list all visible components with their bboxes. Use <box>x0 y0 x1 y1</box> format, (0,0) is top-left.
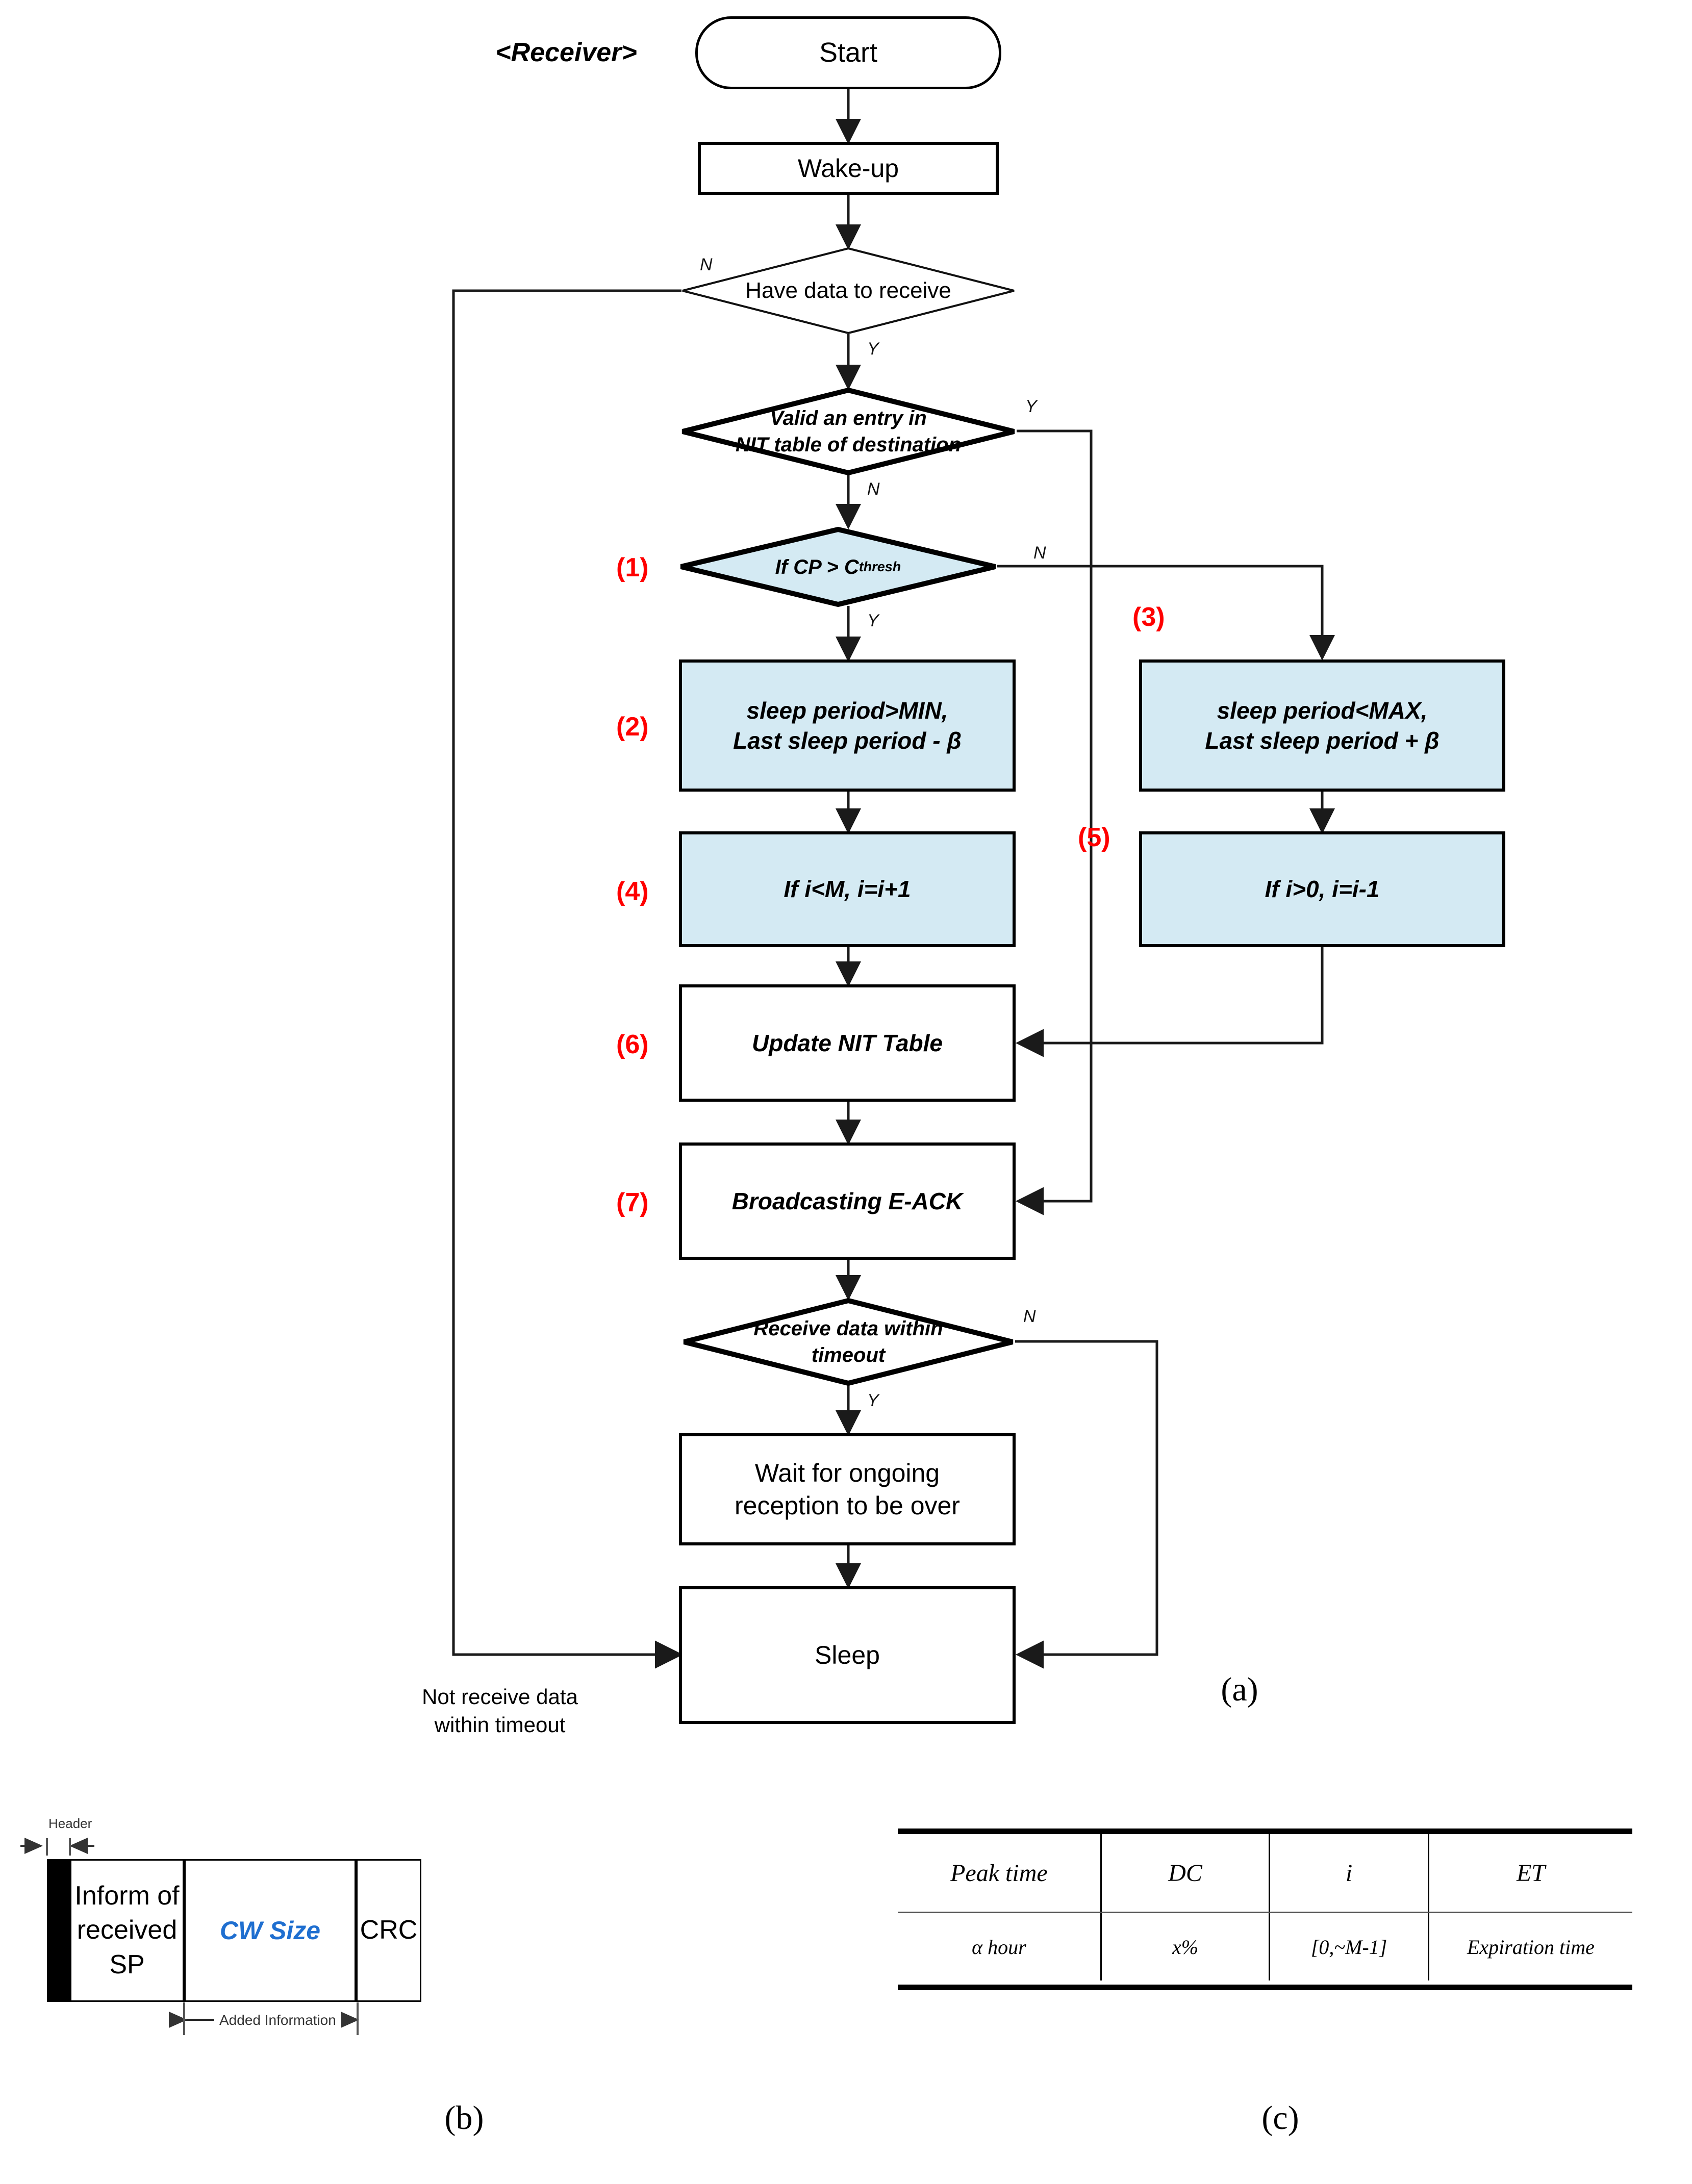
sleep-min-line1: sleep period>MIN, <box>746 697 948 724</box>
box-increment-i[interactable]: If i<M, i=i+1 <box>679 831 1016 947</box>
box-sleep[interactable]: Sleep <box>679 1586 1016 1724</box>
decision-valid-entry[interactable]: Valid an entry in NIT table of destinati… <box>680 387 1017 476</box>
box-decrement-i[interactable]: If i>0, i=i-1 <box>1139 831 1505 947</box>
step-number-3: (3) <box>1132 602 1165 632</box>
sleep-max-line2: Last sleep period + β <box>1205 727 1440 754</box>
not-receive-line2: within timeout <box>434 1712 566 1737</box>
box-wait-reception[interactable]: Wait for ongoing reception to be over <box>679 1433 1016 1545</box>
box-update-nit-table[interactable]: Update NIT Table <box>679 984 1016 1102</box>
wake-up-box[interactable]: Wake-up <box>698 142 999 195</box>
label-not-receive-data: Not receive data within timeout <box>372 1683 627 1739</box>
table-value-et: Expiration time <box>1427 1912 1632 1980</box>
packet-field1-line2: received SP <box>77 1915 178 1979</box>
edge-label-timeout-y: Y <box>867 1391 879 1410</box>
packet-field-cw-size[interactable]: CW Size <box>184 1859 356 2002</box>
edge-label-valid-entry-n: N <box>867 479 880 499</box>
table-bottom-rule <box>898 1985 1632 1990</box>
box-sleep-period-max[interactable]: sleep period<MAX, Last sleep period + β <box>1139 659 1505 792</box>
decision-receive-timeout[interactable]: Receive data within timeout <box>681 1298 1015 1386</box>
step-number-7: (7) <box>616 1188 649 1217</box>
panel-caption-c: (c) <box>1261 2099 1299 2137</box>
packet-field-inform-sp[interactable]: Inform of received SP <box>70 1859 184 2002</box>
start-terminator[interactable]: Start <box>695 16 1001 89</box>
step-number-6: (6) <box>616 1030 649 1059</box>
sleep-max-line1: sleep period<MAX, <box>1217 697 1428 724</box>
packet-field-crc[interactable]: CRC <box>356 1859 421 2002</box>
wait-line2: reception to be over <box>735 1491 960 1520</box>
box-sleep-period-min[interactable]: sleep period>MIN, Last sleep period - β <box>679 659 1016 792</box>
edge-label-have-data-n: N <box>700 255 713 274</box>
box-broadcast-eack[interactable]: Broadcasting E-ACK <box>679 1142 1016 1260</box>
table-header-peak-time: Peak time <box>898 1834 1102 1913</box>
actor-label: <Receiver> <box>495 38 637 67</box>
nit-table: Peak time DC i ET α hour x% [0,~M-1] Exp… <box>898 1834 1632 1980</box>
header-dimension-arrows <box>20 1838 94 1856</box>
step-number-1: (1) <box>616 553 649 582</box>
table-value-dc: x% <box>1100 1912 1271 1980</box>
table-value-i: [0,~M-1] <box>1269 1912 1429 1980</box>
header-label: Header <box>48 1816 92 1831</box>
edge-label-have-data-y: Y <box>867 339 879 359</box>
table-top-rule <box>898 1829 1632 1834</box>
edge-label-cp-n: N <box>1033 543 1046 563</box>
panel-caption-a: (a) <box>1221 1671 1258 1708</box>
nit-table-wrapper: Peak time DC i ET α hour x% [0,~M-1] Exp… <box>898 1829 1632 2012</box>
step-number-2: (2) <box>616 712 649 742</box>
decision-have-data[interactable]: Have data to receive <box>681 247 1015 335</box>
sleep-min-line2: Last sleep period - β <box>733 727 962 754</box>
step-number-5: (5) <box>1078 823 1110 852</box>
edge-label-cp-y: Y <box>867 611 879 630</box>
table-header-row: Peak time DC i ET <box>898 1834 1632 1913</box>
packet-header-block <box>47 1859 70 2002</box>
table-header-dc: DC <box>1100 1834 1271 1913</box>
packet-format-diagram: Header Inform of received SP CW Size CRC <box>0 1816 867 2061</box>
table-header-et: ET <box>1427 1834 1632 1913</box>
wait-line1: Wait for ongoing <box>754 1459 940 1487</box>
panel-caption-b: (b) <box>444 2099 484 2137</box>
packet-field1-line1: Inform of <box>74 1881 180 1911</box>
table-value-peak-time: α hour <box>898 1912 1102 1980</box>
table-header-i: i <box>1269 1834 1429 1913</box>
step-number-4: (4) <box>616 877 649 906</box>
table-value-row: α hour x% [0,~M-1] Expiration time <box>898 1912 1632 1980</box>
edge-label-timeout-n: N <box>1023 1307 1036 1326</box>
edge-label-valid-entry-y: Y <box>1025 397 1037 416</box>
not-receive-line1: Not receive data <box>422 1685 578 1709</box>
added-information-label: Added Information <box>214 2012 341 2028</box>
